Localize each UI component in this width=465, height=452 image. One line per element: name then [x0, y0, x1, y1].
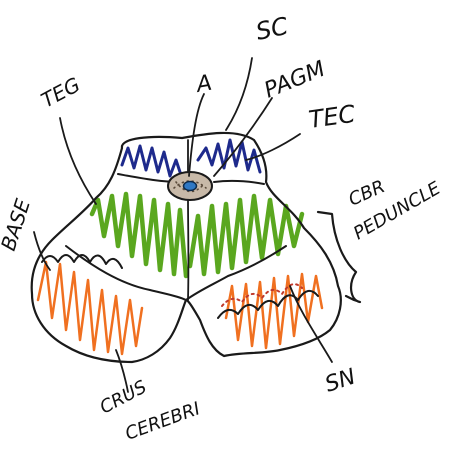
tectum-zigzag-left: [122, 146, 182, 178]
label-a: A: [193, 71, 214, 99]
leader-sc: [226, 58, 252, 130]
label-cerebri: CEREBRI: [123, 398, 203, 444]
leader-tec: [246, 134, 300, 160]
label-pagm: PAGM: [261, 57, 329, 104]
tectum-zigzag-right: [198, 140, 260, 172]
label-cbr: CBR: [345, 176, 388, 210]
label-crus: CRUS: [96, 377, 150, 419]
label-base: BASE: [0, 196, 35, 254]
label-teg: TEG: [37, 72, 84, 112]
label-sn: SN: [322, 365, 359, 398]
base-zigzag-left: [38, 262, 142, 354]
leader-teg: [60, 118, 96, 204]
cerebral-aqueduct: [184, 182, 197, 191]
tegmentum-zigzag-right: [190, 196, 302, 274]
label-tec: TEC: [307, 100, 357, 134]
label-sc: SC: [253, 12, 290, 46]
